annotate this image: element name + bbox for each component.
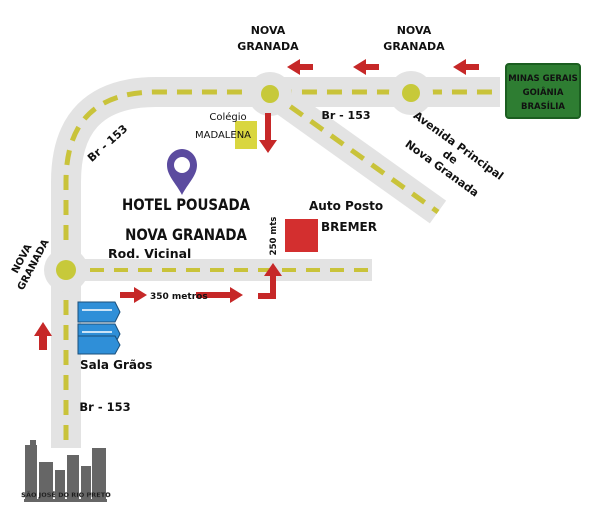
sign-line-1: MINAS GERAIS — [508, 74, 578, 84]
label-nova-granada-top-right-1: NOVA — [397, 24, 432, 37]
road-avenida-dashes — [268, 89, 440, 215]
label-br153-bottom: Br - 153 — [79, 400, 130, 414]
road-br153-dashes — [63, 89, 500, 440]
label-colegio-2: MADALENA — [195, 130, 251, 141]
label-br153-top: Br - 153 — [322, 109, 371, 122]
roundabout-br153-vicinal — [44, 248, 88, 292]
label-350-metros: 350 metros — [150, 292, 208, 302]
label-auto-posto-1: Auto Posto — [309, 199, 383, 213]
label-sala-graos: Sala Grãos — [80, 358, 152, 372]
label-colegio-1: Colégio — [209, 111, 246, 123]
label-nova-granada-top-left-2: GRANADA — [237, 40, 299, 53]
label-nova-granada-top-left-1: NOVA — [251, 24, 286, 37]
direction-arrow-icon — [34, 59, 479, 350]
warehouse-icon — [77, 301, 121, 355]
label-hotel-2: NOVA GRANADA — [125, 226, 247, 244]
highway-sign: MINAS GERAIS GOIÂNIA BRASÍLIA — [505, 63, 581, 119]
city-logo-label: SÃO JOSÉ DO RIO PRETO — [21, 490, 111, 499]
sign-line-2: GOIÂNIA — [523, 86, 564, 98]
map-pin-icon — [167, 149, 197, 195]
roundabout-br153-avenida — [248, 72, 292, 116]
label-250-mts: 250 mts — [269, 217, 279, 256]
roads — [51, 77, 500, 448]
sign-line-3: BRASÍLIA — [521, 100, 565, 112]
school-icon — [235, 121, 257, 149]
label-auto-posto-2: BREMER — [321, 220, 377, 234]
label-nova-granada-top-right-2: GRANADA — [383, 40, 445, 53]
gas-station-icon — [285, 219, 318, 252]
city-skyline-icon — [24, 440, 107, 502]
roundabout-br153-east — [389, 71, 433, 115]
label-rod-vicinal: Rod. Vicinal — [108, 246, 191, 261]
label-hotel-1: HOTEL POUSADA — [122, 196, 251, 214]
